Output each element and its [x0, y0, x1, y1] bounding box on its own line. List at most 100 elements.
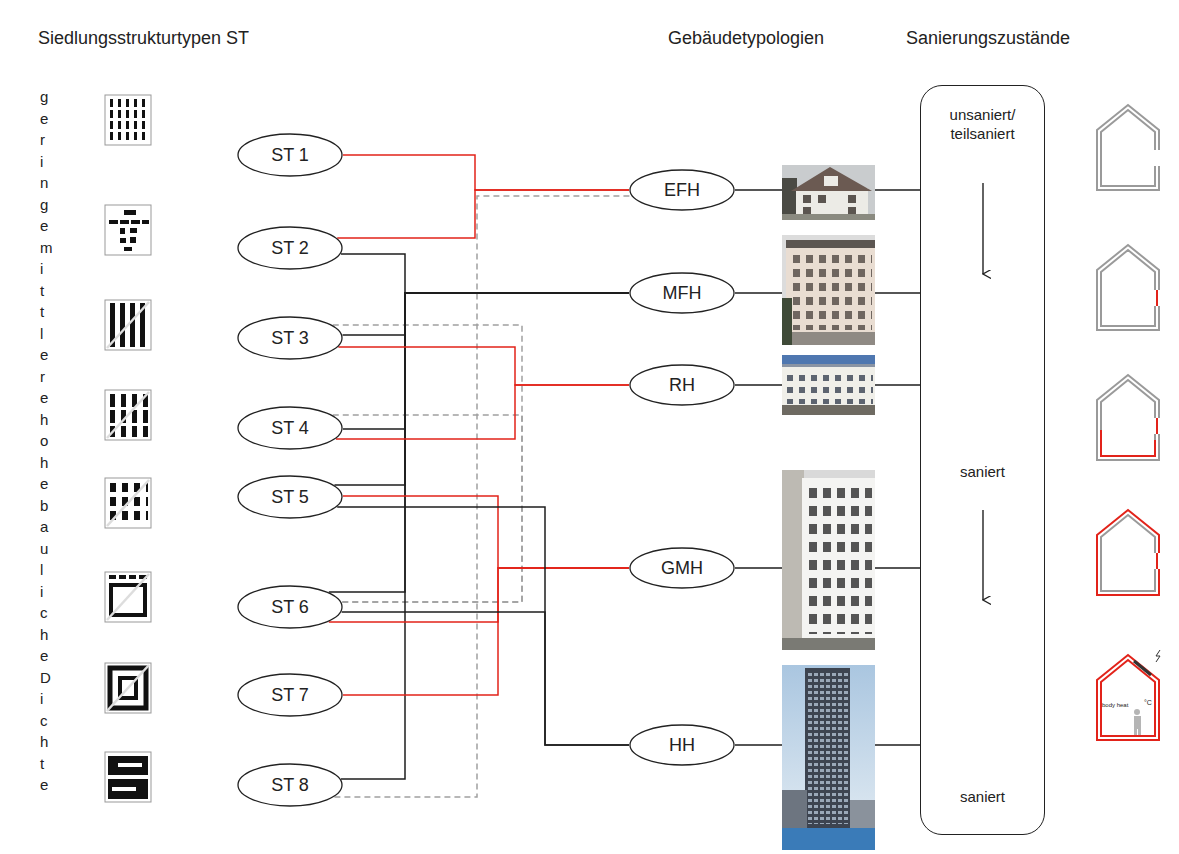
black-connector [329, 293, 629, 592]
density-icon [105, 752, 151, 802]
ellipse-outline [238, 227, 342, 269]
house-photo [848, 195, 856, 203]
node-label: MFH [663, 282, 702, 304]
density-icon [107, 480, 149, 526]
ellipse-outline [630, 273, 734, 313]
density-icon [108, 779, 148, 799]
density-icon [105, 478, 151, 528]
apartment-photo [782, 332, 875, 345]
node-label: ST 1 [271, 144, 309, 166]
icon-caption: body heat [1102, 702, 1128, 708]
density-icon [129, 575, 136, 579]
density-icon [105, 572, 151, 622]
house-section-icon [1101, 110, 1155, 186]
density-icon [107, 574, 149, 620]
black-connector [343, 293, 629, 335]
highrise-photo [782, 828, 875, 850]
house-photo [782, 214, 875, 220]
red-connector [343, 155, 629, 190]
ellipse-outline [238, 476, 342, 518]
density-icon [108, 98, 148, 142]
state-arrow [982, 183, 983, 274]
ellipse-outline [630, 548, 734, 588]
retrofit-state-panel: unsaniert/ teilsaniert saniert saniert [920, 85, 1045, 835]
density-icon [105, 95, 151, 145]
node-label: ST 4 [271, 417, 309, 439]
house-photo [782, 165, 875, 220]
large-apartment-photo [782, 638, 875, 650]
house-section-icon [1134, 709, 1140, 715]
apartment-photo [782, 298, 792, 345]
density-icon [105, 300, 151, 350]
density-icon [105, 663, 151, 713]
state-arrow [982, 510, 983, 600]
rowhouse-photo [784, 372, 873, 404]
density-icon [105, 205, 151, 255]
column-heading: Siedlungsstrukturtypen ST [38, 28, 249, 49]
house-section-icon [1097, 650, 1160, 740]
density-icon [118, 763, 142, 767]
density-icon [105, 752, 151, 802]
node-label: ST 5 [271, 486, 309, 508]
density-icon [124, 247, 132, 251]
density-icon [105, 663, 151, 713]
density-icon [108, 481, 148, 525]
highrise-photo [782, 665, 875, 850]
house-section-icon [1101, 430, 1155, 456]
red-connector [329, 568, 629, 622]
house-section-icon [1156, 650, 1160, 662]
structure-type-ellipse: ST 3 [237, 316, 343, 360]
node-label: ST 8 [271, 774, 309, 796]
black-connector [337, 507, 629, 745]
house-section-icon [1152, 418, 1162, 434]
density-icon [124, 210, 136, 215]
density-icon [105, 572, 151, 622]
large-apartment-photo [782, 470, 875, 650]
density-icon [105, 390, 151, 440]
rowhouse-photo [782, 366, 875, 415]
density-icon [109, 575, 116, 579]
ellipse-outline [238, 586, 342, 628]
node-label: HH [669, 734, 695, 756]
house-section-icon [1097, 375, 1162, 460]
density-icon [119, 575, 126, 579]
house-section-icon [1097, 655, 1159, 740]
apartment-photo [786, 240, 875, 249]
state-arrow [983, 183, 984, 600]
rowhouse-photo [782, 405, 875, 415]
house-photo [782, 165, 875, 220]
density-icon [109, 220, 118, 224]
house-section-icon [1097, 245, 1162, 330]
building-type-ellipse: RH [629, 364, 735, 406]
node-label: ST 7 [271, 684, 309, 706]
rowhouse-photo [782, 355, 875, 415]
highrise-photo [850, 800, 875, 830]
structure-type-ellipse: ST 6 [237, 585, 343, 629]
house-section-icon [1097, 245, 1159, 330]
dashed-connector [334, 196, 631, 797]
large-apartment-photo [802, 478, 875, 650]
highrise-photo [782, 665, 875, 850]
node-label: ST 6 [271, 596, 309, 618]
large-apartment-photo [782, 470, 804, 650]
structure-type-ellipse: ST 7 [237, 673, 343, 717]
density-icon [108, 756, 148, 775]
density-icon [130, 237, 136, 243]
house-section-icon [1097, 510, 1159, 595]
structure-type-ellipse: ST 5 [237, 475, 343, 519]
column-heading: Gebäudetypologien [668, 28, 824, 49]
state-label: saniert [925, 462, 1040, 481]
ellipse-outline [238, 407, 342, 449]
house-section-icon [1101, 660, 1155, 736]
state-label: unsaniert/ teilsaniert [925, 105, 1040, 143]
ellipse-outline [238, 764, 342, 806]
large-apartment-photo [806, 484, 872, 634]
house-photo [803, 195, 811, 203]
ellipse-outline [238, 674, 342, 716]
black-connector [341, 293, 629, 779]
density-icon [105, 300, 151, 350]
density-icon [112, 787, 136, 791]
state-label: saniert [925, 787, 1040, 806]
highrise-photo [807, 672, 848, 824]
